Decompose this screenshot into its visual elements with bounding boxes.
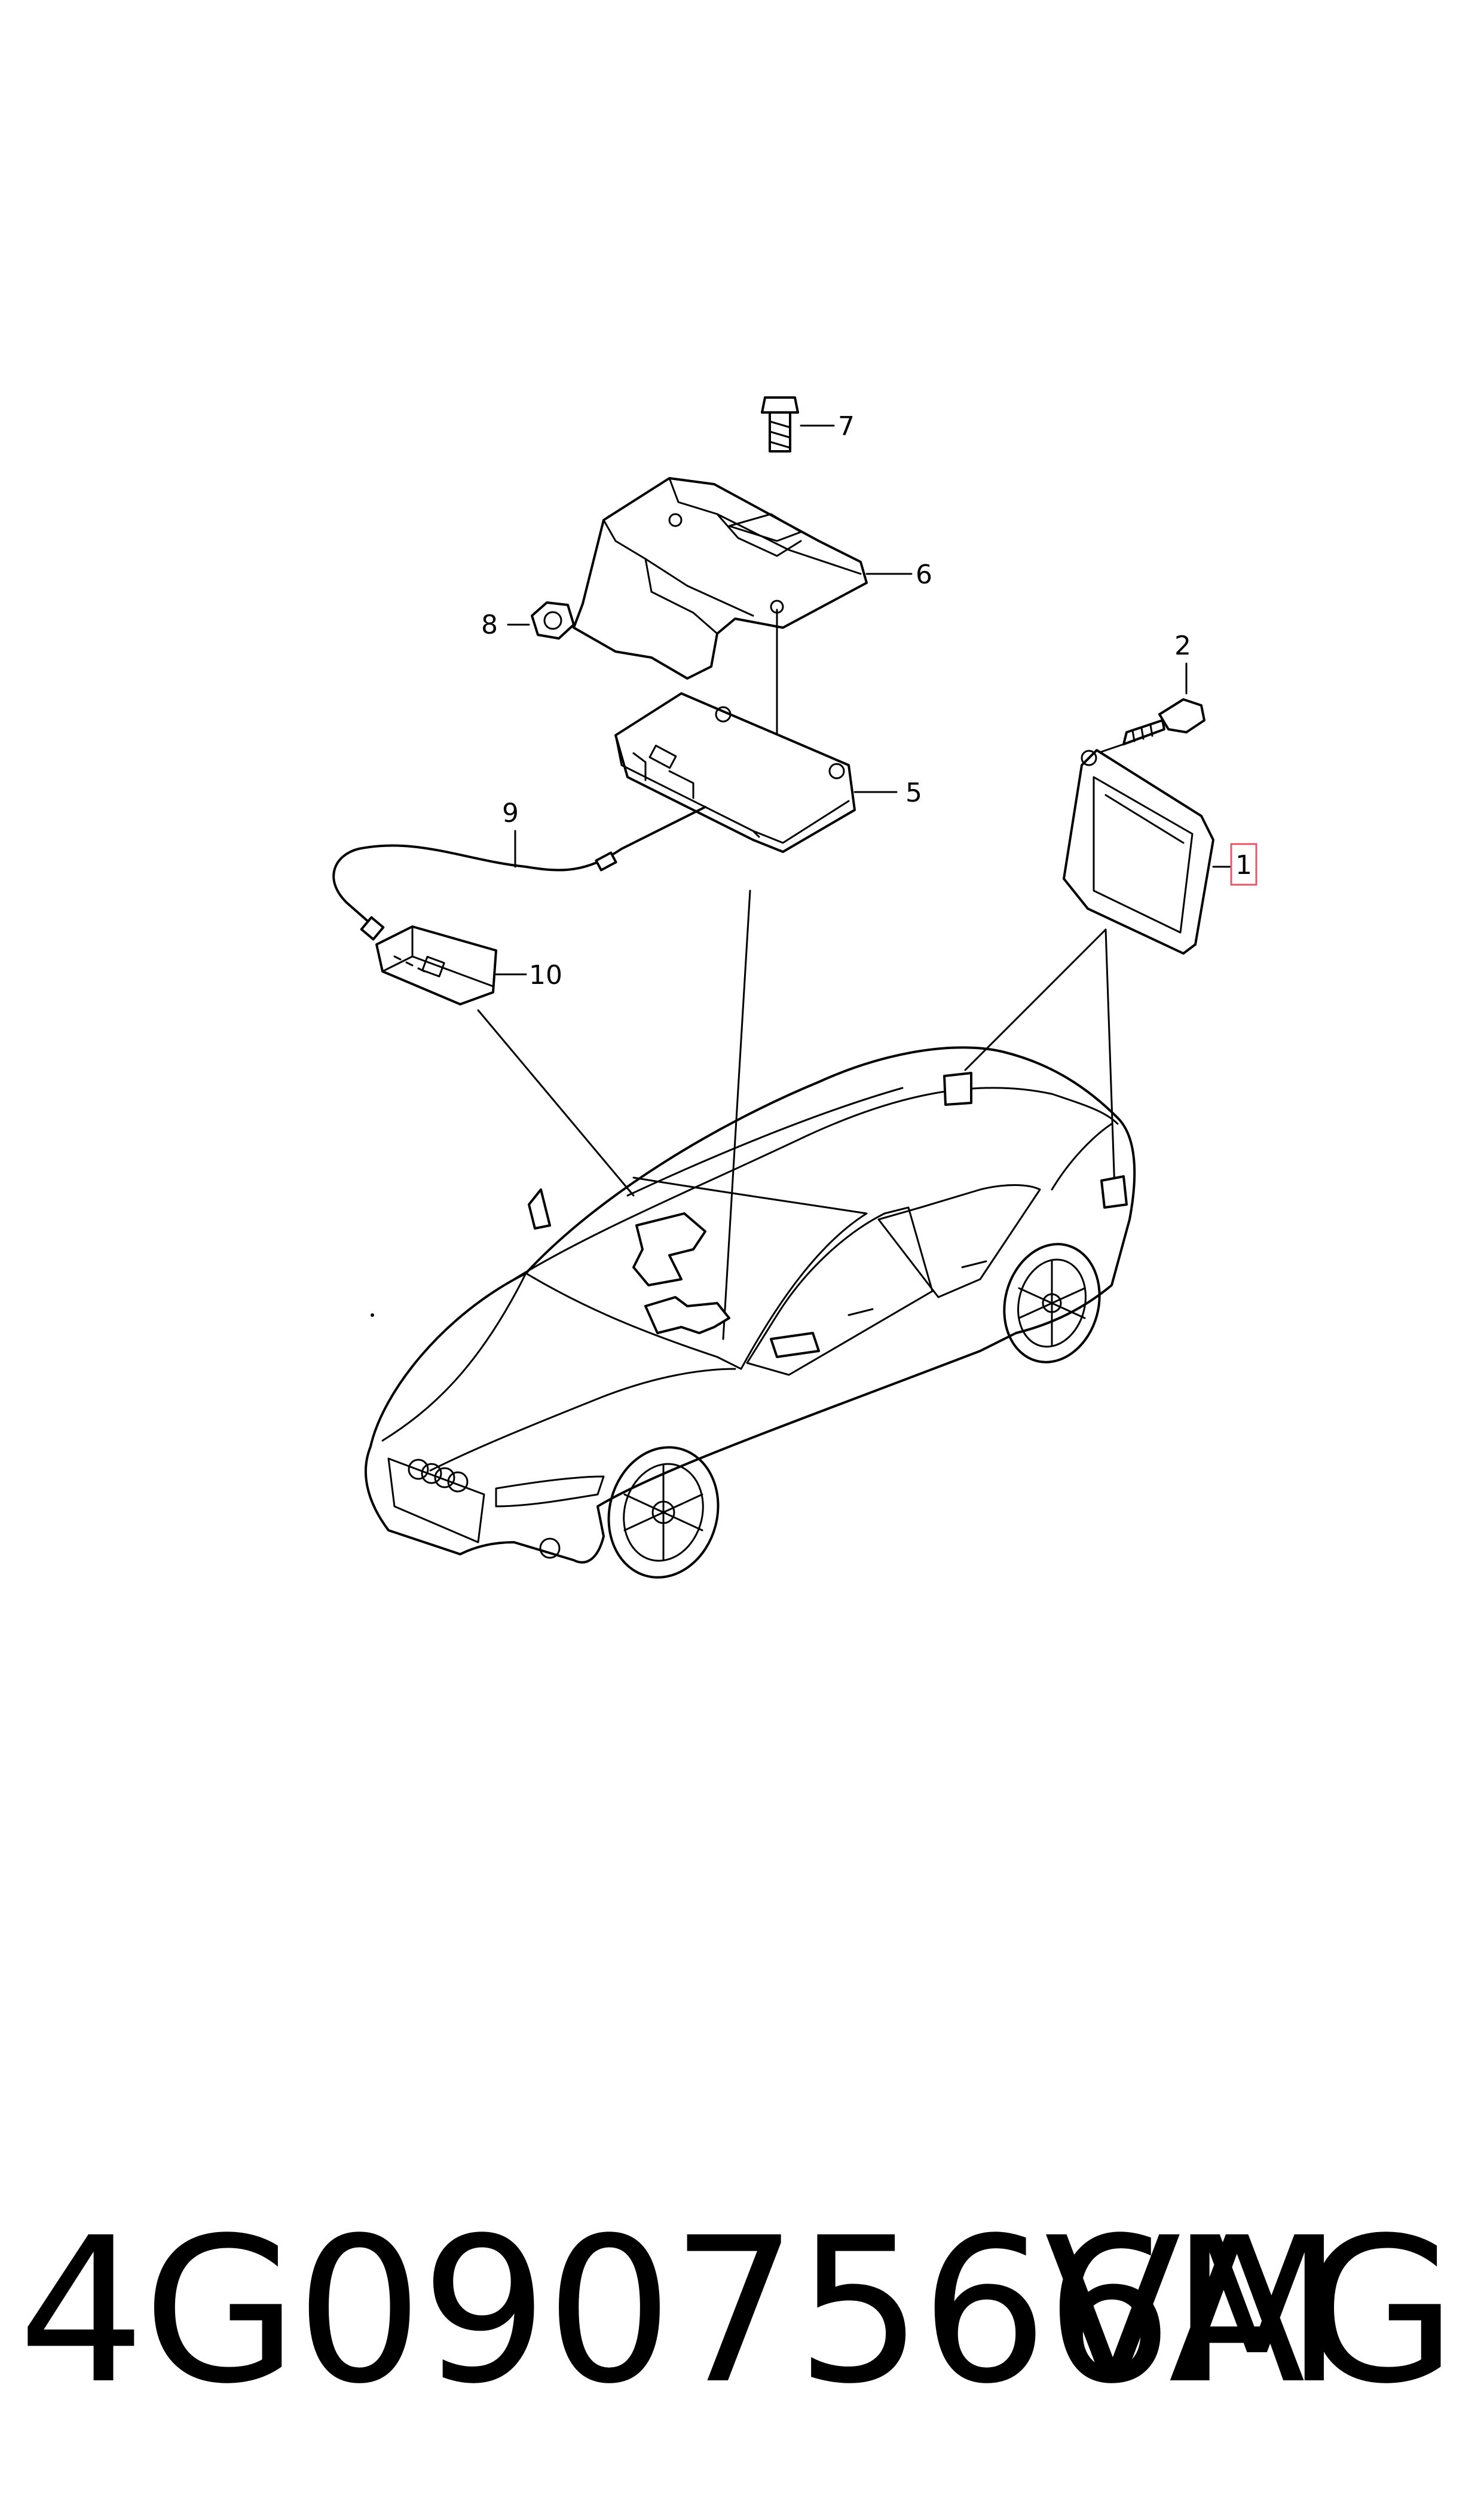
marker-roof bbox=[943, 1072, 972, 1106]
audi-rings-logo bbox=[408, 1459, 469, 1493]
marker-headliner-10 bbox=[632, 1212, 706, 1286]
callout-1[interactable]: 1 bbox=[1235, 850, 1252, 881]
callout-8: 8 bbox=[481, 610, 498, 640]
vehicle-illustration bbox=[365, 1046, 1136, 1579]
part-2-bolt bbox=[1093, 662, 1205, 756]
callout-2: 2 bbox=[1174, 631, 1191, 661]
part-10-antenna-module bbox=[375, 925, 527, 1005]
marker-rear bbox=[1100, 1175, 1128, 1209]
callout-7: 7 bbox=[838, 411, 855, 442]
callout-6: 6 bbox=[916, 560, 932, 590]
brand-label: VAG bbox=[1044, 2195, 1457, 2428]
part-number-label: 4G0907566M bbox=[18, 2195, 1344, 2428]
part-7-screw bbox=[761, 396, 835, 453]
front-wheel bbox=[607, 1446, 720, 1579]
part-9-antenna-cable bbox=[332, 806, 706, 941]
callout-10: 10 bbox=[529, 960, 562, 991]
part-1-control-unit bbox=[1063, 749, 1232, 955]
part-6-bracket bbox=[573, 477, 913, 802]
marker-headliner-5 bbox=[644, 1296, 730, 1334]
part-8-nut bbox=[507, 601, 575, 640]
callout-1-highlight-box[interactable] bbox=[1230, 843, 1257, 886]
rear-wheel bbox=[1003, 1243, 1101, 1364]
callout-9: 9 bbox=[502, 798, 519, 829]
leader-lines bbox=[477, 889, 1116, 1340]
callout-5: 5 bbox=[905, 778, 922, 808]
part-5-control-module bbox=[614, 692, 898, 853]
